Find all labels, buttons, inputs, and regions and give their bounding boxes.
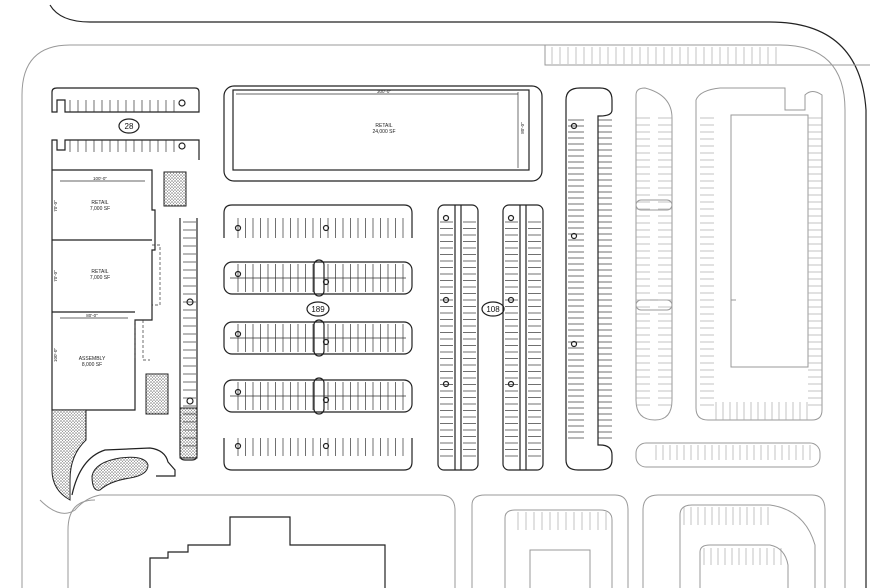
retail-building-main: 300'-0" RETAIL 24,000 SF 80'-0" — [223, 85, 543, 182]
parking-lot-east — [437, 204, 544, 471]
south-building — [149, 516, 386, 588]
parking-lot-east-faded — [517, 47, 823, 565]
retail-a-width: 100'-0" — [93, 176, 107, 181]
lot-count-badge-north — [118, 118, 140, 134]
assembly-area: 8,000 SF — [82, 362, 102, 368]
landscape-southwest — [51, 409, 176, 501]
assembly-width: 80'-0" — [86, 313, 98, 318]
lot-count-east: 108 — [486, 305, 500, 314]
west-buildings: 100'-0" RETAIL 7,000 SF 70'-0" RETAIL 7,… — [51, 160, 187, 415]
retail-a-name: RETAIL — [91, 200, 108, 206]
lot-count-north: 28 — [125, 122, 134, 131]
retail-main-width: 300'-0" — [377, 89, 391, 94]
retail-b-name: RETAIL — [91, 269, 108, 275]
lot-count-center: 189 — [311, 305, 325, 314]
parking-lots-south — [504, 504, 816, 588]
retail-a-depth: 70'-0" — [53, 200, 58, 212]
retail-main-depth: 80'-0" — [520, 122, 525, 134]
retail-b-area: 7,000 SF — [90, 275, 110, 281]
parking-lot-north: 28 — [51, 87, 200, 160]
lot-count-badge-east — [481, 301, 505, 317]
retail-main-name: RETAIL — [375, 123, 392, 129]
retail-b-depth: 70'-0" — [53, 270, 58, 282]
lot-count-badge-center — [306, 301, 330, 317]
parking-strip-west — [179, 218, 198, 461]
assembly-name: ASSEMBLY — [79, 356, 106, 362]
assembly-depth: 100'-0" — [53, 348, 58, 362]
retail-a-area: 7,000 SF — [90, 206, 110, 212]
retail-main-area: 24,000 SF — [372, 129, 395, 135]
parking-column-east — [565, 87, 613, 471]
site-roads — [21, 4, 870, 588]
parking-lot-center — [223, 204, 413, 471]
